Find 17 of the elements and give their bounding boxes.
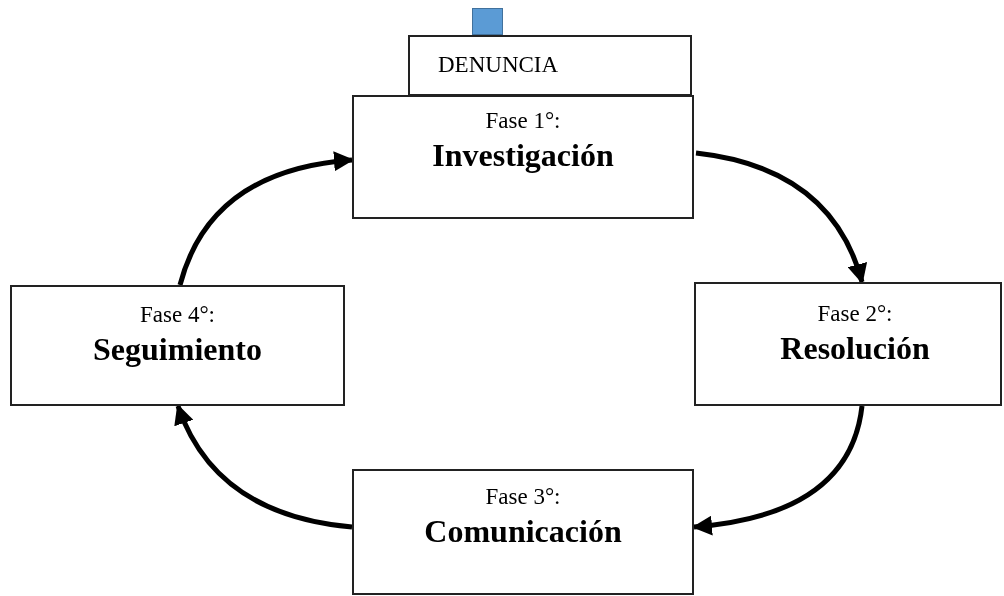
curved-arrow bbox=[177, 151, 354, 286]
phase-number: Fase 3°: bbox=[485, 483, 561, 511]
phase-number: Fase 1°: bbox=[485, 107, 561, 135]
phase-name: Seguimiento bbox=[93, 329, 262, 369]
phase-box bbox=[10, 285, 345, 406]
phase-box bbox=[694, 282, 1002, 406]
phase-name: Resolución bbox=[780, 328, 930, 368]
phase-box bbox=[352, 469, 694, 595]
phase-number: Fase 4°: bbox=[140, 301, 215, 329]
box-label: DENUNCIA bbox=[438, 51, 559, 79]
phase-name: Investigación bbox=[432, 135, 614, 175]
phase-box bbox=[408, 35, 692, 96]
curved-arrow bbox=[175, 404, 353, 530]
phase-box bbox=[352, 95, 694, 219]
curved-arrow bbox=[695, 150, 867, 284]
phase-number: Fase 2°: bbox=[817, 300, 893, 328]
phase-name: Comunicación bbox=[424, 511, 622, 551]
